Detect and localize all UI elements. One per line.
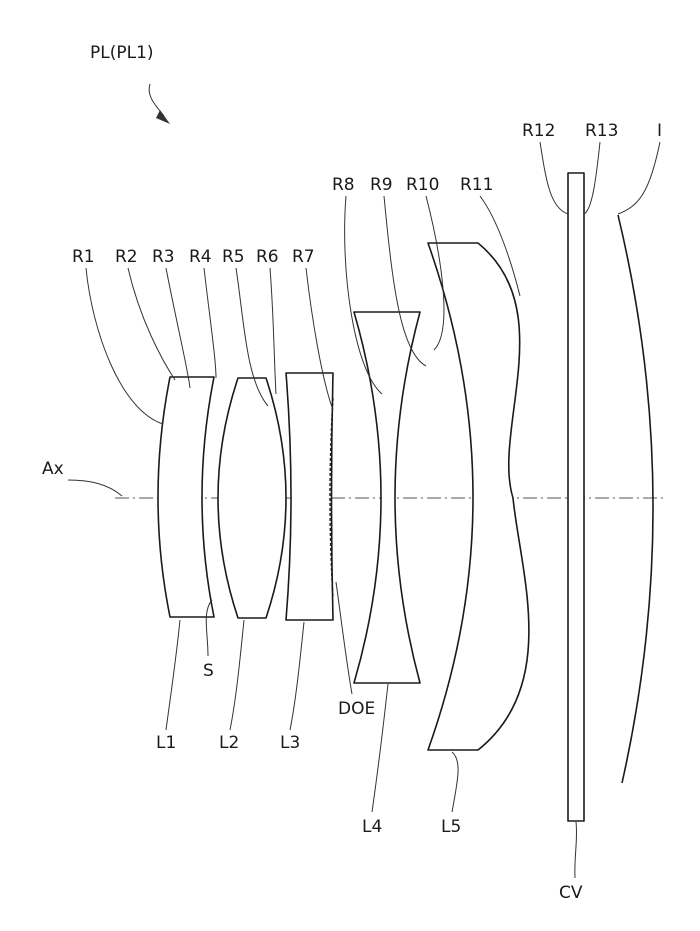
leader-R13 [583, 141, 601, 215]
label-R11: R11 [460, 175, 493, 195]
leader-R10 [425, 195, 445, 351]
label-R10: R10 [406, 175, 439, 195]
label-L4: L4 [362, 817, 382, 837]
cover-leader [574, 821, 578, 879]
leader-R8 [344, 195, 383, 395]
diffractive-surface [329, 397, 334, 599]
leader-R2 [127, 267, 176, 381]
label-L1: L1 [156, 733, 176, 753]
leader-L3 [289, 621, 305, 731]
leader-R4 [203, 267, 217, 379]
label-R7: R7 [292, 247, 315, 267]
label-R9: R9 [370, 175, 393, 195]
stop-label: S [203, 661, 214, 681]
axis-leader [67, 479, 123, 497]
label-R1: R1 [72, 247, 95, 267]
lens-L3 [285, 372, 334, 621]
leader-L2 [229, 619, 245, 731]
cover-glass [567, 172, 585, 822]
image-surface [617, 214, 654, 784]
label-R12: R12 [522, 121, 555, 141]
doe-leader [335, 581, 353, 695]
lens-L5 [427, 242, 530, 751]
leader-R7 [305, 267, 334, 411]
axis-label: Ax [42, 459, 64, 479]
leader-R9 [383, 195, 427, 367]
label-R6: R6 [256, 247, 279, 267]
label-R13: R13 [585, 121, 618, 141]
leader-L1 [165, 619, 181, 731]
lens-L2 [217, 377, 287, 619]
label-R3: R3 [152, 247, 175, 267]
label-R8: R8 [332, 175, 355, 195]
leader-L4 [371, 683, 389, 813]
label-L2: L2 [219, 733, 239, 753]
lens-L1 [157, 376, 215, 618]
title-leader [148, 83, 165, 117]
title-arrow-icon [156, 110, 170, 124]
leader-R6 [269, 267, 277, 395]
leader-R1 [85, 267, 164, 425]
label-R2: R2 [115, 247, 138, 267]
image-label: I [657, 121, 662, 141]
doe-label: DOE [338, 699, 375, 719]
lens-L4 [353, 311, 421, 684]
leader-R5 [235, 267, 269, 407]
stop-leader [205, 599, 213, 657]
label-L5: L5 [441, 817, 461, 837]
label-L3: L3 [280, 733, 300, 753]
figure-title: PL(PL1) [90, 43, 154, 63]
image-leader [617, 141, 661, 215]
leader-L5 [451, 751, 459, 813]
leader-R11 [479, 195, 521, 297]
leader-R12 [539, 141, 569, 215]
label-R4: R4 [189, 247, 212, 267]
cover-label: CV [559, 883, 583, 903]
label-R5: R5 [222, 247, 245, 267]
leader-R3 [165, 267, 191, 389]
